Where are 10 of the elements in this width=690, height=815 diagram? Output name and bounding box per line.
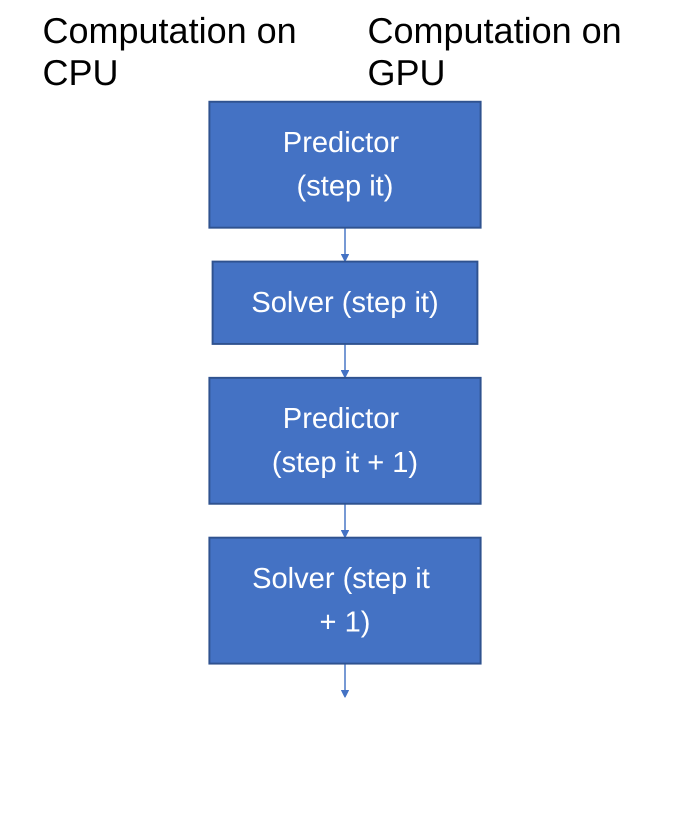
- node-box: Predictor (step it): [208, 100, 482, 229]
- column-heading: Computation on GPU: [368, 10, 623, 94]
- node-box: Predictor (step it + 1): [208, 376, 482, 505]
- arrow: [340, 504, 350, 538]
- arrow: [340, 228, 350, 262]
- node-box: Solver (step it): [212, 260, 478, 345]
- arrow: [340, 344, 350, 378]
- node-box: Solver (step it + 1): [208, 536, 482, 665]
- arrow: [340, 664, 350, 698]
- column-heading: Computation on CPU: [42, 10, 298, 94]
